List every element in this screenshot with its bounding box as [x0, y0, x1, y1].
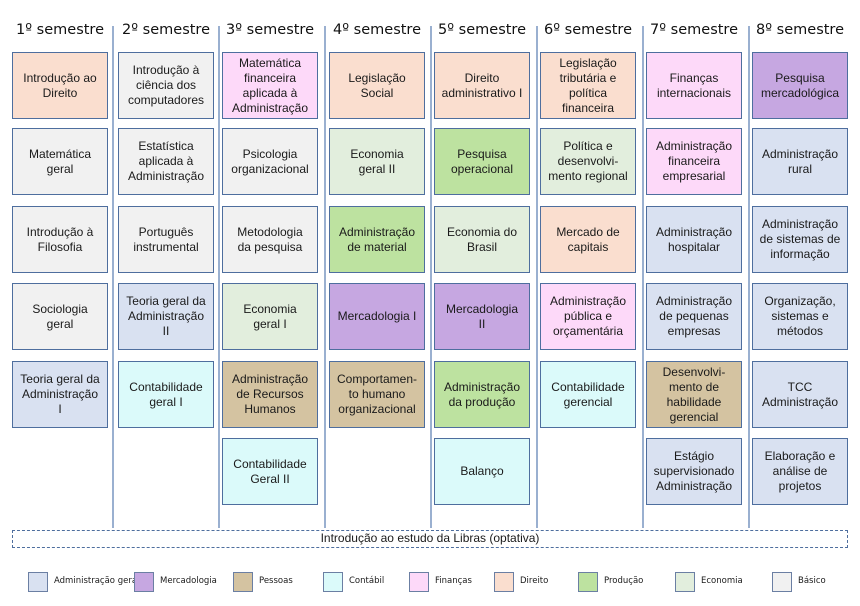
- course-box: Comportamen- to humano organizacional: [329, 361, 425, 428]
- semester-title: 8º semestre: [756, 22, 844, 38]
- course-box: Metodologia da pesquisa: [222, 206, 318, 273]
- column-separator: [748, 26, 750, 528]
- legend-label: Produção: [604, 576, 644, 586]
- legend-swatch: [578, 572, 598, 592]
- course-box: Estatística aplicada à Administração: [118, 128, 214, 195]
- column-separator: [642, 26, 644, 528]
- course-box: Contabilidade geral I: [118, 361, 214, 428]
- course-box: Introdução ao Direito: [12, 52, 108, 119]
- course-box: Administração da produção: [434, 361, 530, 428]
- course-box: Administração de material: [329, 206, 425, 273]
- column-separator: [536, 26, 538, 528]
- semester-title: 4º semestre: [333, 22, 421, 38]
- course-box: Direito administrativo I: [434, 52, 530, 119]
- optional-course-libras: Introdução ao estudo da Libras (optativa…: [12, 530, 848, 548]
- course-box: TCC Administração: [752, 361, 848, 428]
- column-separator: [430, 26, 432, 528]
- course-box: Legislação tributária e política finance…: [540, 52, 636, 119]
- legend-label: Contábil: [349, 576, 385, 586]
- course-box: Administração financeira empresarial: [646, 128, 742, 195]
- course-box: Pesquisa mercadológica: [752, 52, 848, 119]
- course-box: Teoria geral da Administração I: [12, 361, 108, 428]
- course-box: Introdução à Filosofia: [12, 206, 108, 273]
- legend-label: Básico: [798, 576, 826, 586]
- course-box: Contabilidade gerencial: [540, 361, 636, 428]
- course-box: Administração de pequenas empresas: [646, 283, 742, 350]
- course-box: Psicologia organizacional: [222, 128, 318, 195]
- course-box: Mercadologia II: [434, 283, 530, 350]
- course-box: Organização, sistemas e métodos: [752, 283, 848, 350]
- course-box: Pesquisa operacional: [434, 128, 530, 195]
- semester-title: 5º semestre: [438, 22, 526, 38]
- course-box: Administração rural: [752, 128, 848, 195]
- semester-title: 6º semestre: [544, 22, 632, 38]
- course-box: Legislação Social: [329, 52, 425, 119]
- course-box: Balanço: [434, 438, 530, 505]
- legend-swatch: [28, 572, 48, 592]
- course-box: Administração de sistemas de informação: [752, 206, 848, 273]
- legend-label: Finanças: [435, 576, 472, 586]
- course-box: Desenvolvi- mento de habilidade gerencia…: [646, 361, 742, 428]
- course-box: Teoria geral da Administração II: [118, 283, 214, 350]
- legend-label: Administração geral: [54, 576, 140, 586]
- semester-title: 1º semestre: [16, 22, 104, 38]
- course-box: Administração hospitalar: [646, 206, 742, 273]
- semester-title: 3º semestre: [226, 22, 314, 38]
- legend-swatch: [494, 572, 514, 592]
- course-box: Mercado de capitais: [540, 206, 636, 273]
- legend-swatch: [233, 572, 253, 592]
- course-box: Contabilidade Geral II: [222, 438, 318, 505]
- legend-label: Economia: [701, 576, 743, 586]
- column-separator: [112, 26, 114, 528]
- course-box: Economia geral II: [329, 128, 425, 195]
- course-box: Administração pública e orçamentária: [540, 283, 636, 350]
- column-separator: [324, 26, 326, 528]
- legend-label: Pessoas: [259, 576, 293, 586]
- course-box: Elaboração e análise de projetos: [752, 438, 848, 505]
- legend-swatch: [675, 572, 695, 592]
- course-box: Matemática financeira aplicada à Adminis…: [222, 52, 318, 119]
- semester-title: 7º semestre: [650, 22, 738, 38]
- course-box: Sociologia geral: [12, 283, 108, 350]
- course-box: Mercadologia I: [329, 283, 425, 350]
- legend-label: Direito: [520, 576, 549, 586]
- course-box: Política e desenvolvi- mento regional: [540, 128, 636, 195]
- course-box: Matemática geral: [12, 128, 108, 195]
- legend-swatch: [134, 572, 154, 592]
- course-box: Finanças internacionais: [646, 52, 742, 119]
- course-box: Administração de Recursos Humanos: [222, 361, 318, 428]
- course-box: Economia geral I: [222, 283, 318, 350]
- legend-swatch: [409, 572, 429, 592]
- column-separator: [218, 26, 220, 528]
- legend-swatch: [323, 572, 343, 592]
- legend-label: Mercadologia: [160, 576, 217, 586]
- course-box: Introdução à ciência dos computadores: [118, 52, 214, 119]
- semester-title: 2º semestre: [122, 22, 210, 38]
- course-box: Português instrumental: [118, 206, 214, 273]
- course-box: Estágio supervisionado Administração: [646, 438, 742, 505]
- legend-swatch: [772, 572, 792, 592]
- course-box: Economia do Brasil: [434, 206, 530, 273]
